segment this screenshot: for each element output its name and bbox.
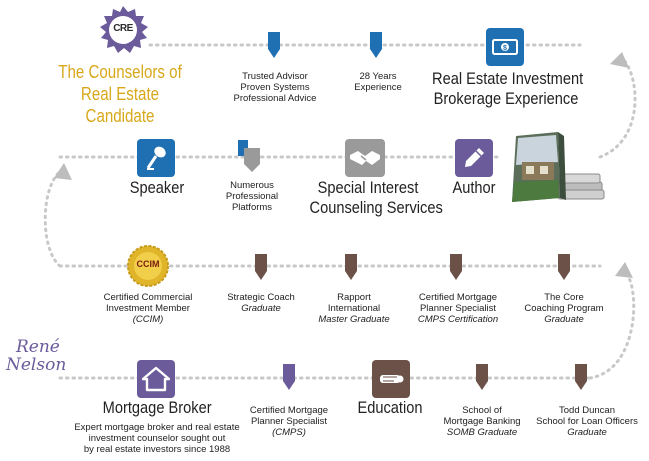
cre-title-line-3: Candidate	[85, 106, 155, 126]
broker-description: Expert mortgage broker and real estate i…	[62, 422, 252, 455]
platforms-line-1: Numerous	[230, 180, 274, 191]
banking-line-2: Mortgage Banking	[443, 416, 521, 427]
years-experience-text: 28 Years Experience	[336, 71, 420, 93]
cmps-line-1: Certified Mortgage	[249, 405, 329, 416]
duncan-line-1: Todd Duncan	[559, 405, 615, 416]
blue-pin-icon	[370, 32, 382, 58]
ccim-seal-icon	[127, 245, 169, 287]
years-line-1: 28 Years	[359, 71, 397, 82]
platforms-pin-icon	[238, 140, 260, 172]
arrow-right-lower	[615, 262, 633, 278]
cmps-certification-text: Certified Mortgage Planner Specialist CM…	[404, 292, 512, 325]
cmps-line-3: (CMPS)	[272, 427, 306, 438]
cre-logo: CRE	[94, 6, 152, 56]
todd-duncan-text: Todd Duncan School for Loan Officers Gra…	[530, 405, 644, 438]
special-line-2: Counseling Services	[309, 198, 443, 217]
trusted-line-1: Trusted Advisor	[242, 71, 308, 82]
platforms-line-2: Professional	[225, 191, 279, 202]
coach-line-2: Graduate	[241, 303, 281, 314]
cmps-cert-line-1: Certified Mortgage	[418, 292, 498, 303]
strategic-coach-text: Strategic Coach Graduate	[214, 292, 308, 314]
signature-line-1: René	[16, 337, 60, 357]
brown-pin-icon	[476, 364, 488, 390]
ccim-seal: CCIM	[126, 244, 170, 288]
cmps-cert-line-3: CMPS Certification	[417, 314, 499, 325]
purple-pin-icon	[283, 364, 295, 390]
svg-text:$: $	[503, 45, 507, 52]
trusted-line-2: Proven Systems	[240, 82, 310, 93]
house-icon	[137, 360, 175, 398]
brokerage-title: Real Estate Investment Brokerage Experie…	[432, 69, 584, 109]
cre-badge-label: CRE	[113, 23, 133, 34]
brown-pin-icon	[345, 254, 357, 280]
mortgage-broker-title: Mortgage Broker	[102, 398, 212, 417]
duncan-line-2: School for Loan Officers	[536, 416, 638, 427]
signature-line-2: Nelson	[6, 355, 67, 375]
trusted-advisor-text: Trusted Advisor Proven Systems Professio…	[215, 71, 335, 104]
broker-desc-line-1: Expert mortgage broker and real estate	[74, 422, 240, 433]
cmps-text: Certified Mortgage Planner Specialist (C…	[238, 405, 340, 438]
cmps-line-2: Planner Specialist	[250, 416, 328, 427]
rapport-line-3: Master Graduate	[318, 314, 390, 325]
signature: René Nelson	[6, 338, 76, 374]
core-line-1: The Core	[544, 292, 584, 303]
rapport-line-2: International	[327, 303, 381, 314]
duncan-line-3: Graduate	[567, 427, 607, 438]
coach-line-1: Strategic Coach	[227, 292, 295, 303]
brokerage-line-1: Real Estate Investment	[432, 69, 584, 88]
brokerage-line-2: Brokerage Experience	[433, 89, 579, 108]
cmps-cert-line-2: Planner Specialist	[419, 303, 497, 314]
rapport-line-1: Rapport	[337, 292, 371, 303]
years-line-2: Experience	[354, 82, 402, 93]
ccim-line-3: (CCIM)	[132, 314, 164, 325]
blue-pin-icon	[268, 32, 280, 58]
ccim-seal-label: CCIM	[136, 259, 160, 269]
mortgage-banking-text: School of Mortgage Banking SOMB Graduate	[432, 405, 532, 438]
special-interest-title: Special Interest Counseling Services	[309, 178, 443, 218]
cre-title-line-1: The Counselors of	[58, 62, 182, 82]
banking-line-3: SOMB Graduate	[446, 427, 518, 438]
ccim-line-1: Certified Commercial	[103, 292, 193, 303]
brown-pin-icon	[255, 254, 267, 280]
money-icon: $	[486, 28, 524, 66]
broker-desc-line-3: by real estate investors since 1988	[83, 444, 231, 455]
brown-pin-icon	[575, 364, 587, 390]
core-program-text: The Core Coaching Program Graduate	[516, 292, 612, 325]
core-line-3: Graduate	[544, 314, 584, 325]
ccim-text: Certified Commercial Investment Member (…	[96, 292, 200, 325]
author-title: Author	[452, 178, 496, 197]
arrow-left	[54, 163, 72, 180]
core-line-2: Coaching Program	[524, 303, 604, 314]
handshake-icon	[345, 139, 385, 177]
cre-badge-icon	[100, 6, 148, 53]
book-cover-image	[512, 132, 605, 202]
platforms-line-3: Platforms	[231, 202, 273, 213]
cre-title: The Counselors of Real Estate Candidate	[57, 61, 183, 127]
education-title: Education	[357, 398, 423, 417]
diploma-icon	[372, 360, 410, 398]
speaker-title: Speaker	[129, 178, 185, 197]
banking-line-1: School of	[462, 405, 502, 416]
special-line-1: Special Interest	[317, 178, 419, 197]
arrow-right-upper	[610, 52, 629, 68]
broker-desc-line-2: investment counselor sought out	[88, 433, 226, 444]
brown-pin-icon	[558, 254, 570, 280]
rapport-text: Rapport International Master Graduate	[304, 292, 404, 325]
ccim-line-2: Investment Member	[106, 303, 190, 314]
cre-title-line-2: Real Estate	[80, 84, 160, 104]
platforms-text: Numerous Professional Platforms	[215, 180, 289, 213]
microphone-icon	[137, 139, 175, 177]
brown-pin-icon	[450, 254, 462, 280]
trusted-line-3: Professional Advice	[233, 93, 317, 104]
pen-icon	[455, 139, 493, 177]
